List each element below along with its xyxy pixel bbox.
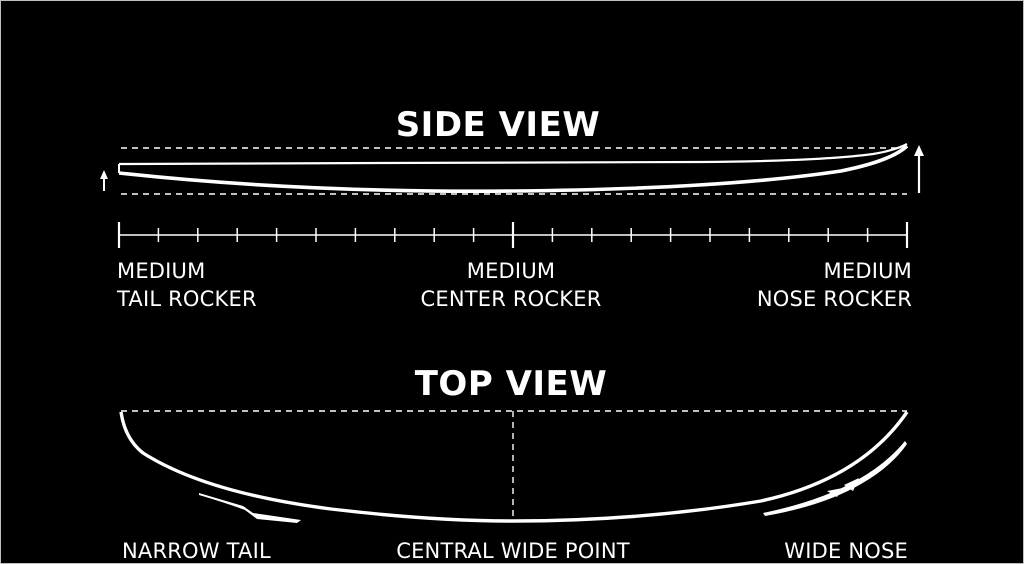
rocker-ruler <box>117 222 909 248</box>
wide-nose-label: WIDE NOSE <box>784 539 908 563</box>
tail-rocker-label-line2: TAIL ROCKER <box>116 287 257 311</box>
central-wide-point-label: CENTRAL WIDE POINT <box>396 539 630 563</box>
wide-nose-accent <box>763 441 907 516</box>
narrow-tail-accent <box>199 493 301 523</box>
center-rocker-label-line2: CENTER ROCKER <box>420 287 601 311</box>
wide-nose-arrows-icon <box>827 478 859 497</box>
center-rocker-label-line1: MEDIUM <box>467 259 555 283</box>
ruler-minor-ticks <box>157 228 869 242</box>
narrow-tail-label: NARROW TAIL <box>122 539 271 563</box>
side-view-title: SIDE VIEW <box>396 105 601 145</box>
nose-rocker-label-line2: NOSE ROCKER <box>757 287 912 311</box>
top-view-board-outline <box>119 411 909 523</box>
board-deck-line <box>118 143 908 166</box>
tail-rocker-label-line1: MEDIUM <box>117 259 205 283</box>
side-view-board-profile <box>118 143 909 193</box>
board-bottom-line <box>118 144 909 193</box>
nose-rocker-label-line1: MEDIUM <box>824 259 912 283</box>
tail-rocker-arrow-icon <box>100 170 108 191</box>
nose-rocker-arrow-icon <box>914 145 924 193</box>
top-view-title: TOP VIEW <box>415 364 608 404</box>
